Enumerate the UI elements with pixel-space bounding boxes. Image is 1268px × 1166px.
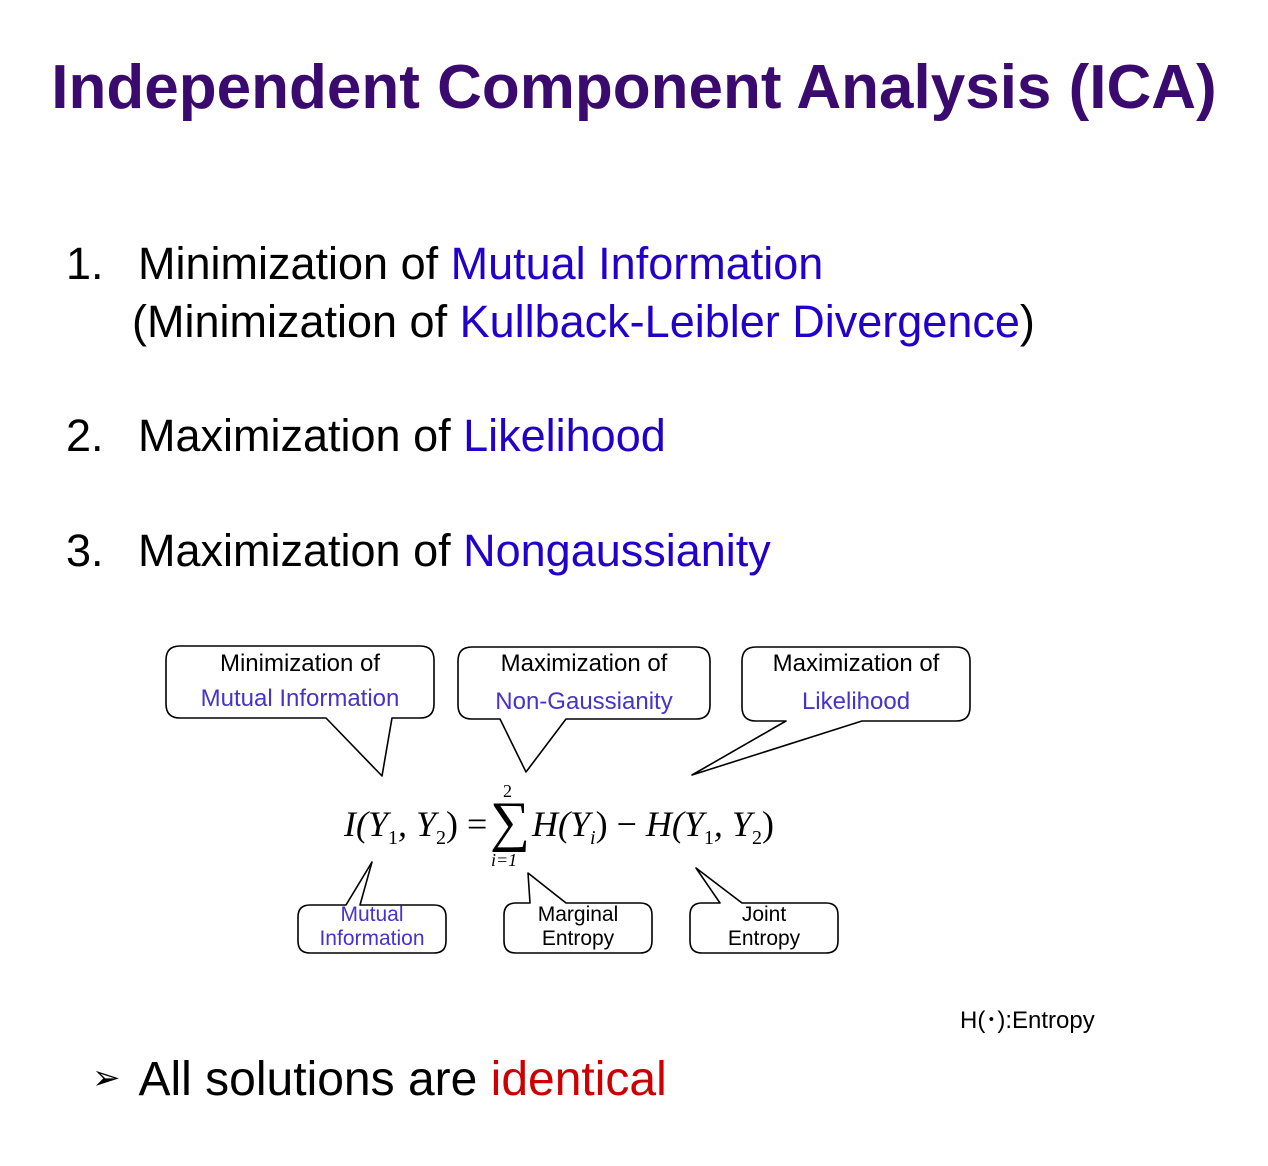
item-sub-open: (Minimization of [132,296,460,347]
eq-term2-comma: , Y [713,804,752,844]
item-number: 1. [66,238,104,289]
list-item-1: 1. Minimization of Mutual Information (M… [0,235,1268,355]
item-sub-term: Kullback-Leibler Divergence [459,296,1020,347]
callout-top-3-line2: Likelihood [801,688,911,715]
eq-sub-2: 2 [436,827,447,849]
eq-term2-close: ) [761,804,774,844]
sigma-lower-limit: i=1 [491,850,518,870]
callout-top-1-line1: Minimization of [219,650,381,677]
eq-comma: , Y [398,804,437,844]
item-text: Maximization of Likelihood [138,407,666,465]
eq-minus: − [607,804,646,844]
sigma-symbol: ∑ [490,791,530,853]
eq-equals: = [458,804,488,844]
eq-lhs-I: I [344,804,356,844]
eq-term2-sub1: 1 [703,827,714,849]
eq-lhs-close: ) [446,804,459,844]
callout-bubble-joint-entropy [689,867,839,954]
item-number: 2. [66,410,104,461]
callout-bottom-3-line2: Entropy [727,927,801,950]
entropy-note: H(･):Entropy [960,1007,1095,1034]
item-prefix: Maximization of [138,525,464,576]
callout-bubble-mutual-info-bottom [297,861,447,954]
arrow-bullet-icon: ➢ [92,1058,121,1098]
conclusion-emphasis: identical [490,1053,667,1106]
eq-term1: H(Y [532,804,591,844]
item-prefix: Minimization of [138,238,451,289]
callout-bottom-2-line2: Entropy [541,927,615,950]
eq-sub-1: 1 [388,827,399,849]
equation-rhs: H(Yi) − H(Y1, Y2) [532,803,774,850]
eq-term1-sub: i [590,827,596,849]
conclusion: ➢ All solutions are identical [92,1052,667,1107]
callout-top-3-line1: Maximization of [772,650,940,677]
callout-top-1-line2: Mutual Information [200,685,400,712]
item-subtext: (Minimization of Kullback-Leibler Diverg… [132,293,1035,351]
eq-term2-sub2: 2 [751,827,762,849]
list-item-3: 3. Maximization of Nongaussianity [0,522,1268,582]
callout-bubble-likelihood [691,646,971,776]
callout-top-2-line2: Non-Gaussianity [495,688,673,715]
list-item-2: 2. Maximization of Likelihood [0,407,1268,467]
callout-bottom-2-line1: Marginal [537,903,619,926]
callout-bubble-non-gaussianity [457,646,711,773]
item-term: Likelihood [463,410,666,461]
item-text: Minimization of Mutual Information [138,235,823,293]
callout-bottom-1-line2: Information [319,927,425,950]
slide-title: Independent Component Analysis (ICA) [51,53,1217,122]
callout-top-2-line1: Maximization of [500,650,668,677]
item-term: Nongaussianity [463,525,771,576]
item-text: Maximization of Nongaussianity [138,522,771,580]
item-sub-close: ) [1019,296,1035,347]
callout-bottom-1-line1: Mutual [340,903,404,926]
eq-term1-close: ) [595,804,608,844]
equation: I(Y1, Y2) = [344,803,487,850]
item-term: Mutual Information [450,238,824,289]
conclusion-prefix: All solutions are [138,1053,491,1106]
callout-bottom-3-line1: Joint [741,903,787,926]
item-number: 3. [66,525,104,576]
callout-bubble-marginal-entropy [503,872,653,954]
callout-bubble-mutual-information [165,645,435,777]
eq-lhs-open: (Y [356,804,389,844]
item-prefix: Maximization of [138,410,464,461]
sigma-upper-limit: 2 [503,781,512,801]
eq-term2: H(Y [645,804,704,844]
